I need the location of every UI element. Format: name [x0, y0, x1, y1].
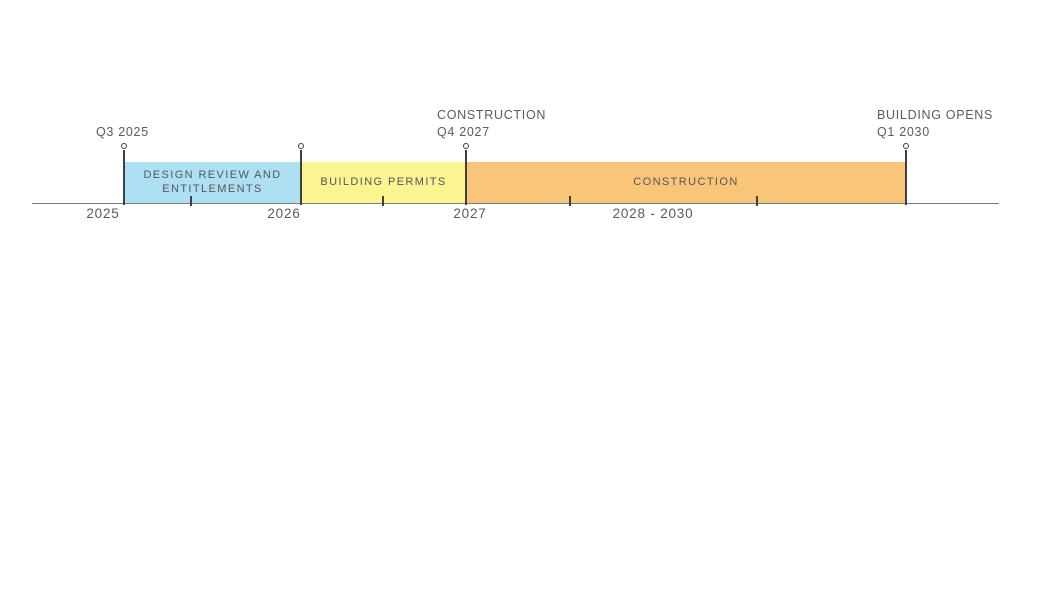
phase-label: BUILDING PERMITS [320, 175, 447, 188]
milestone-dot-icon [903, 143, 909, 149]
milestone-dot-icon [298, 143, 304, 149]
milestone-label-line: Q3 2025 [96, 125, 149, 139]
phase-label: ENTITLEMENTS [162, 182, 263, 195]
milestone-stem [123, 150, 125, 205]
phase-bar: CONSTRUCTION [466, 162, 906, 203]
axis-year-label: 2027 [453, 206, 487, 221]
milestone-label: CONSTRUCTION Q4 2027 [437, 107, 546, 141]
milestone-dot-icon [121, 143, 127, 149]
phase-label: CONSTRUCTION [633, 175, 739, 188]
milestone-label: BUILDING OPENS Q1 2030 [877, 107, 993, 141]
axis-tick [569, 196, 571, 206]
milestone-stem [300, 150, 302, 205]
milestone-stem [905, 150, 907, 205]
milestone-label-line: CONSTRUCTION [437, 108, 547, 122]
milestone-label: Q3 2025 [96, 124, 149, 141]
phase-label: DESIGN REVIEW AND [143, 169, 282, 181]
axis-year-label: 2028 - 2030 [612, 206, 694, 221]
milestone-label-line: BUILDING OPENS [877, 108, 994, 122]
axis-tick [382, 196, 384, 206]
timeline-axis [32, 203, 999, 204]
axis-year-label: 2025 [86, 206, 120, 221]
milestone-stem [465, 150, 467, 205]
milestone-label-line: Q1 2030 [877, 125, 930, 139]
milestone-dot-icon [463, 143, 469, 149]
axis-tick [190, 196, 192, 206]
axis-year-label: 2026 [267, 206, 301, 221]
axis-tick [756, 196, 758, 206]
milestone-label-line: Q4 2027 [437, 125, 490, 139]
